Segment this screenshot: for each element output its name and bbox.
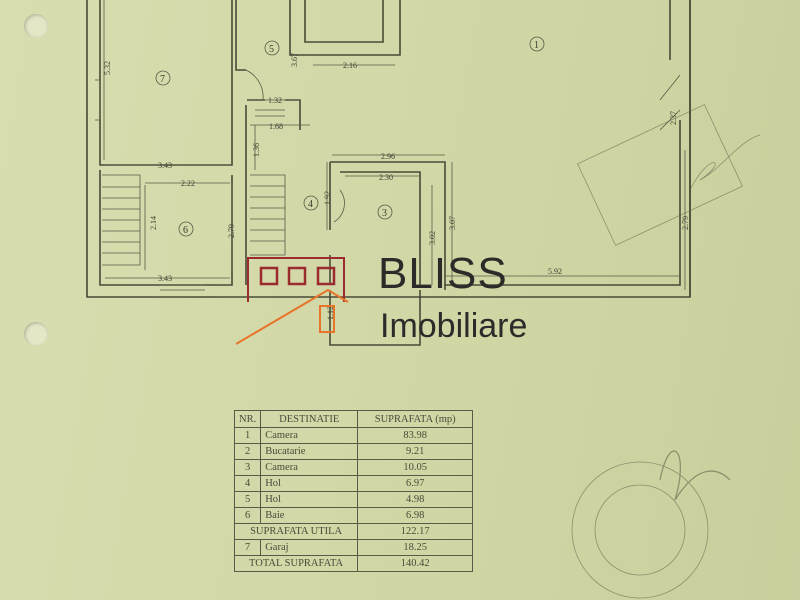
brand-subtitle: Imobiliare: [380, 307, 528, 345]
dimension-label: 2.22: [181, 179, 195, 188]
brand-name: BLISS: [378, 249, 508, 298]
dimension-label: 1.12: [326, 306, 335, 320]
column-header: SUPRAFATA (mp): [357, 410, 474, 428]
dimension-label: 3.02: [428, 231, 437, 245]
room-number: 3: [382, 208, 387, 219]
room-area: 4.98: [357, 491, 474, 508]
room-area: 83.98: [357, 427, 474, 444]
total-value: 140.42: [357, 555, 474, 572]
room-area: 6.98: [357, 507, 474, 524]
subtotal-value: 122.17: [357, 523, 474, 540]
table-header-row: NR. DESTINATIE SUPRAFATA (mp): [233, 410, 474, 428]
room-number: 6: [183, 225, 188, 236]
total-label: TOTAL SUPRAFATA: [233, 555, 359, 572]
room-number: 5: [269, 44, 274, 55]
bliss-logo-icon: [236, 257, 349, 345]
dimension-label: 2.14: [149, 216, 158, 230]
room-name: Bucatarie: [260, 443, 359, 460]
room-area: 10.05: [357, 459, 474, 476]
dimension-label: 5.32: [103, 61, 112, 75]
row-number: 7: [233, 539, 262, 556]
dimension-label: 3.67: [290, 53, 299, 67]
column-header: DESTINATIE: [260, 410, 359, 428]
dimension-label: 2.79: [227, 224, 236, 238]
room-number: 1: [534, 40, 539, 51]
column-header: NR.: [233, 410, 262, 428]
room-number: 7: [160, 74, 165, 85]
row-number: 1: [233, 427, 262, 444]
row-number: 2: [233, 443, 262, 460]
dimension-label: 2.30: [379, 173, 393, 182]
room-area: 9.21: [357, 443, 474, 460]
room-name: Baie: [260, 507, 359, 524]
room-name: Hol: [260, 475, 359, 492]
punch-hole: [24, 322, 48, 346]
punch-hole: [24, 14, 48, 38]
row-number: 6: [233, 507, 262, 524]
dimension-label: 3.43: [158, 161, 172, 170]
dimension-label: 2.96: [381, 152, 395, 161]
room-name: Camera: [260, 427, 359, 444]
dimension-label: 2.16: [343, 61, 357, 70]
row-number: 4: [233, 475, 262, 492]
subtotal-label: SUPRAFATA UTILA: [233, 523, 359, 540]
dimension-label: 3.43: [158, 274, 172, 283]
dimension-label: 3.07: [448, 216, 457, 230]
dimension-label: 1.36: [252, 143, 261, 157]
room-number: 4: [308, 199, 313, 210]
dimension-label: 1.32: [268, 96, 282, 105]
room-name: Camera: [260, 459, 359, 476]
room-name: Hol: [260, 491, 359, 508]
dimension-label: 2.37: [669, 111, 678, 125]
room-area: 18.25: [357, 539, 474, 556]
stamp: [571, 104, 761, 599]
room-name: Garaj: [260, 539, 359, 556]
dimension-label: 1.92: [323, 191, 332, 205]
row-number: 3: [233, 459, 262, 476]
room-area: 6.97: [357, 475, 474, 492]
dimension-label: 5.92: [548, 267, 562, 276]
dimension-label: 1.68: [269, 122, 283, 131]
row-number: 5: [233, 491, 262, 508]
dimension-label: 2.79: [681, 216, 690, 230]
